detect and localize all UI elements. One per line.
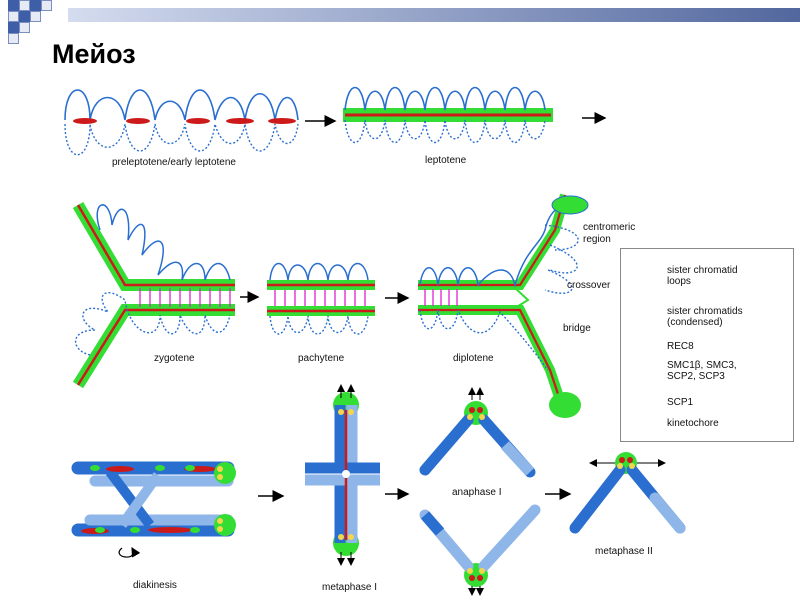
- legend-rec8: REC8: [667, 341, 694, 352]
- label-preleptotene: preleptotene/early leptotene: [112, 157, 236, 168]
- leptotene-figure: [343, 86, 553, 143]
- label-diplotene: diplotene: [453, 353, 494, 364]
- metaphase2-figure: [569, 452, 686, 534]
- legend-condensed: sister chromatids (condensed): [667, 306, 743, 328]
- label-centromeric-region: centromeric region: [583, 222, 636, 245]
- label-pachytene: pachytene: [298, 353, 345, 364]
- zygotene-figure: [72, 201, 235, 389]
- legend-smc: SMC1β, SMC3, SCP2, SCP3: [667, 360, 737, 382]
- page-title: Мейоз: [52, 39, 136, 69]
- legend-kinetochore: kinetochore: [667, 418, 719, 429]
- pachytene-figure: [267, 262, 375, 335]
- metaphase1-figure: [305, 384, 380, 566]
- label-metaphase-1: metaphase I: [322, 582, 378, 593]
- label-anaphase-1: anaphase I: [452, 487, 502, 498]
- label-diakinesis: diakinesis: [133, 580, 177, 591]
- label-metaphase-2: metaphase II: [595, 546, 653, 557]
- label-zygotene: zygotene: [154, 353, 195, 364]
- diakinesis-figure: [71, 461, 236, 558]
- label-crossover: crossover: [567, 280, 611, 291]
- legend-loops: sister chromatid loops: [667, 265, 738, 287]
- header-band: [68, 8, 800, 22]
- label-leptotene: leptotene: [425, 155, 467, 166]
- diplotene-figure: [418, 193, 589, 418]
- label-bridge: bridge: [563, 323, 591, 334]
- anaphase1-figure: [419, 387, 541, 596]
- legend-scp1: SCP1: [667, 397, 694, 408]
- preleptotene-figure: [64, 89, 299, 156]
- legend-box: sister chromatid loops sister chromatids…: [620, 248, 794, 442]
